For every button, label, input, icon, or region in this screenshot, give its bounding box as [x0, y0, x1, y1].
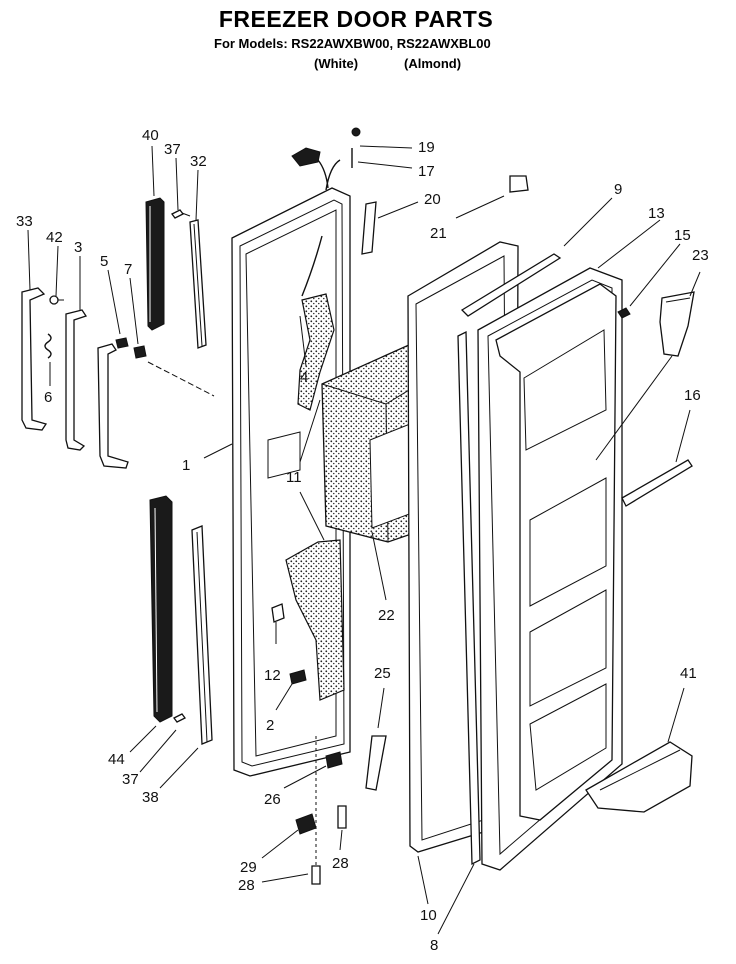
callout-3: 3 [74, 239, 82, 256]
wire-harness [291, 147, 341, 297]
rail-16 [621, 459, 693, 507]
screw-37-upper [171, 209, 191, 219]
handle-trim-lower-44 [149, 495, 173, 723]
screw-19 [351, 127, 361, 137]
handle-bracket-lower [97, 343, 129, 469]
callout-37-lower: 37 [122, 771, 139, 788]
trim-strip-8 [457, 330, 481, 866]
callout-44: 44 [108, 751, 125, 768]
callout-28-right: 28 [332, 855, 349, 872]
foam-insulation-11-lower [285, 539, 345, 701]
screw-15 [617, 307, 631, 319]
handle-trim-upper-40 [145, 197, 165, 331]
callout-42: 42 [46, 229, 63, 246]
callout-20: 20 [424, 191, 441, 208]
tube-20 [361, 201, 377, 255]
callout-32: 32 [190, 153, 207, 170]
screw-28-left [311, 865, 321, 885]
door-liner-shelves [495, 283, 617, 821]
spring-6 [44, 333, 52, 359]
callout-19: 19 [418, 139, 435, 156]
trim-strip-32 [189, 219, 207, 349]
foam-insulation-4 [297, 293, 335, 411]
screw-42 [49, 295, 64, 305]
clip-7 [133, 345, 147, 359]
callout-8: 8 [430, 937, 438, 954]
hinge-26 [325, 751, 343, 769]
page-title: FREEZER DOOR PARTS [218, 6, 494, 32]
callout-4: 4 [300, 369, 308, 386]
callout-10: 10 [420, 907, 437, 924]
leader-lines [27, 145, 701, 935]
variant-almond-label: (Almond) [404, 56, 462, 71]
callout-21: 21 [430, 225, 447, 242]
callout-2: 2 [266, 717, 274, 734]
screw-37-lower [173, 713, 186, 723]
callout-33: 33 [16, 213, 33, 230]
diagram-header: FREEZER DOOR PARTS For Models: RS22AWXBW… [0, 0, 736, 80]
callout-9: 9 [614, 181, 622, 198]
variant-white-label: (White) [314, 56, 359, 71]
models-line: For Models: RS22AWXBW00, RS22AWXBL00 [214, 36, 491, 51]
trim-strip-38 [191, 525, 213, 745]
tube-25 [365, 735, 387, 791]
ice-bin-41 [585, 741, 693, 813]
clip-5 [115, 337, 129, 349]
callout-40: 40 [142, 127, 159, 144]
callout-37-upper: 37 [164, 141, 181, 158]
bracket-12 [271, 603, 285, 623]
hinge-29 [295, 813, 317, 835]
cap-21 [509, 175, 529, 193]
callout-41: 41 [680, 665, 697, 682]
callout-6: 6 [44, 389, 52, 406]
callout-25: 25 [374, 665, 391, 682]
callout-1: 1 [182, 457, 190, 474]
chute-23 [659, 291, 695, 357]
screw-28-right [337, 805, 347, 829]
callout-38: 38 [142, 789, 159, 806]
callout-5: 5 [100, 253, 108, 270]
callout-28-left: 28 [238, 877, 255, 894]
callout-11: 11 [286, 469, 302, 486]
callout-13: 13 [648, 205, 665, 222]
clip-2 [289, 669, 307, 685]
callout-22: 22 [378, 607, 395, 624]
callout-labels: 40 37 32 19 17 20 33 42 3 5 7 6 4 1 11 2… [16, 127, 709, 954]
breaker-strip-9 [460, 253, 562, 317]
callout-29: 29 [240, 859, 257, 876]
callout-23: 23 [692, 247, 709, 264]
callout-7: 7 [124, 261, 132, 278]
callout-26: 26 [264, 791, 281, 808]
callout-16: 16 [684, 387, 701, 404]
callout-15: 15 [674, 227, 691, 244]
callout-17: 17 [418, 163, 435, 180]
callout-12: 12 [264, 667, 281, 684]
handle-33 [21, 287, 48, 431]
handle-bracket-3 [65, 309, 88, 451]
